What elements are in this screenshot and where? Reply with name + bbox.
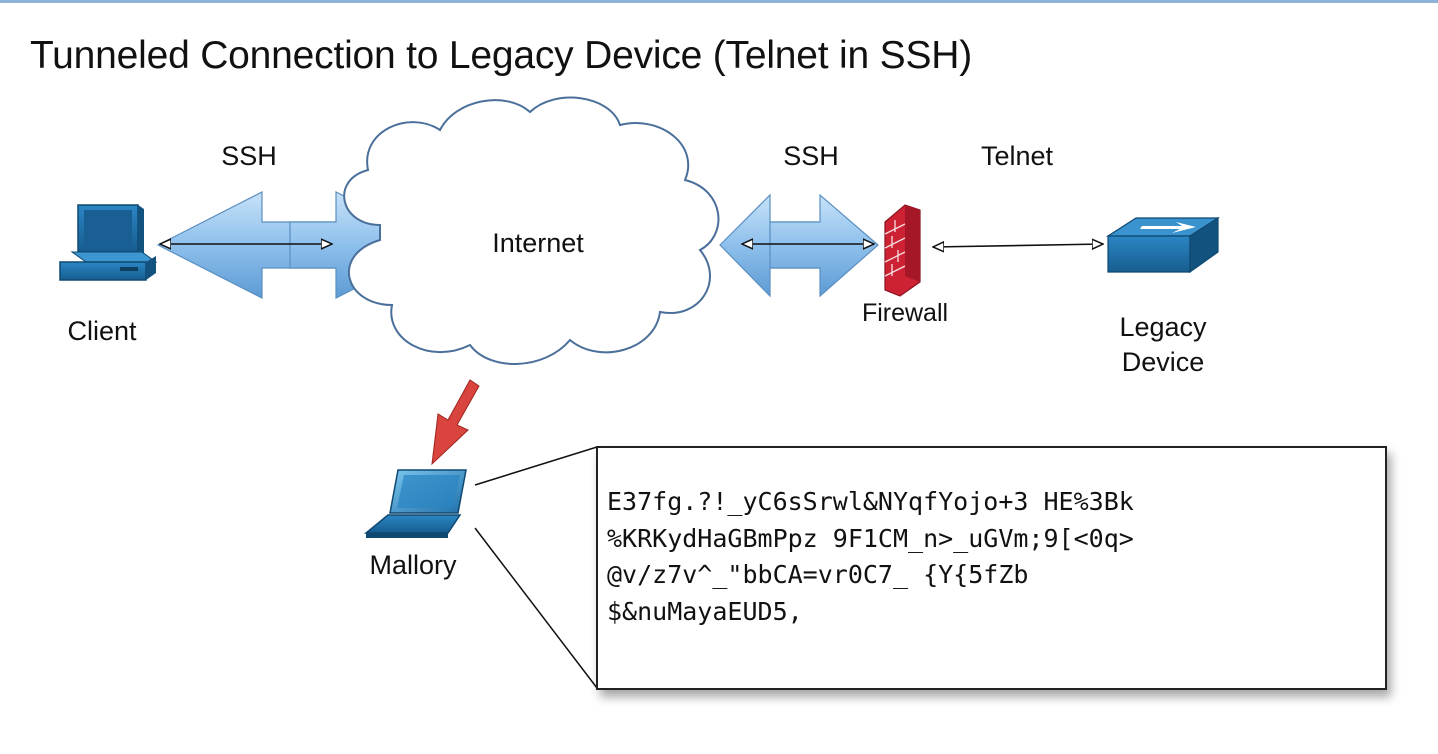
- diagram-title: Tunneled Connection to Legacy Device (Te…: [30, 34, 973, 77]
- legacy-device-label-line2: Device: [1122, 347, 1205, 377]
- firewall-label: Firewall: [862, 299, 948, 327]
- ssh-label-right: SSH: [783, 141, 839, 171]
- cloud-icon: [343, 96, 720, 365]
- telnet-link-line: [933, 244, 1103, 247]
- router-icon: [1105, 216, 1221, 274]
- captured-data-box: [596, 446, 1387, 690]
- telnet-label: Telnet: [981, 141, 1054, 171]
- intercepted-ciphertext: E37fg.?!_yC6sSrwl&NYqfYojo+3 HE%3Bk %KRKy…: [607, 484, 1367, 630]
- ciphertext-line: $&nuMayaEUD5,: [607, 596, 803, 626]
- callout-line-top: [474, 446, 598, 486]
- firewall-icon: [884, 204, 921, 297]
- laptop-icon: [363, 469, 467, 538]
- top-border: [0, 0, 1438, 3]
- ciphertext-line: E37fg.?!_yC6sSrwl&NYqfYojo+3 HE%3Bk: [607, 487, 1134, 516]
- client-label: Client: [67, 316, 137, 346]
- intercept-arrow: [431, 379, 480, 466]
- ciphertext-line: %KRKydHaGBmPpz 9F1CM_n>_uGVm;9[<0q>: [607, 523, 1134, 553]
- client-computer-icon: [59, 204, 158, 281]
- ssh-label-left: SSH: [221, 141, 277, 171]
- legacy-device-label-line1: Legacy: [1119, 312, 1207, 342]
- ciphertext-line: @v/z7v^_"bbCA=vr0C7_ {Y{5fZb: [607, 560, 1029, 589]
- ssh-tunnel-right-arrow: [719, 193, 879, 298]
- callout-line-bottom: [474, 527, 598, 689]
- internet-label: Internet: [492, 228, 584, 258]
- mallory-label: Mallory: [369, 550, 457, 580]
